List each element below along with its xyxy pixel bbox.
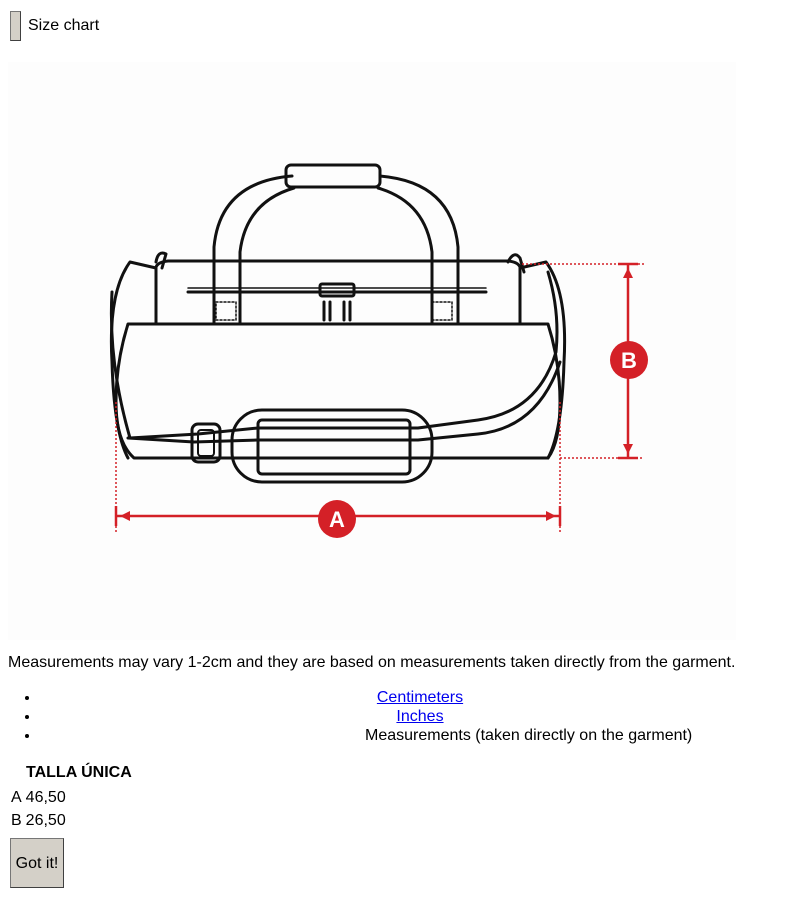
bag-measurement-diagram: B A [8, 62, 736, 640]
measure-b-label: B [621, 348, 637, 373]
measurement-label: B [11, 812, 22, 829]
size-name-heading: TALLA ÚNICA [26, 764, 132, 781]
measure-a-label: A [329, 507, 345, 532]
list-item: Centimeters [40, 688, 800, 707]
close-button[interactable] [10, 11, 21, 41]
got-it-button[interactable]: Got it! [10, 838, 64, 888]
measurement-value: 46,50 [25, 789, 66, 806]
list-item: Measurements (taken directly on the garm… [40, 726, 800, 745]
unit-selector-list: Centimeters Inches Measurements (taken d… [0, 688, 800, 745]
measurement-description: Measurements (taken directly on the garm… [365, 727, 693, 744]
inches-link[interactable]: Inches [396, 708, 444, 725]
list-item: Inches [40, 707, 800, 726]
centimeters-link[interactable]: Centimeters [376, 689, 464, 706]
duffel-bag-illustration: B A [109, 163, 648, 538]
dialog-title: Size chart [28, 17, 100, 34]
measurement-value: 26,50 [25, 812, 66, 829]
dialog-header: Size chart [10, 10, 99, 42]
measurement-label: A [11, 789, 22, 806]
measurement-note: Measurements may vary 1-2cm and they are… [8, 654, 736, 671]
